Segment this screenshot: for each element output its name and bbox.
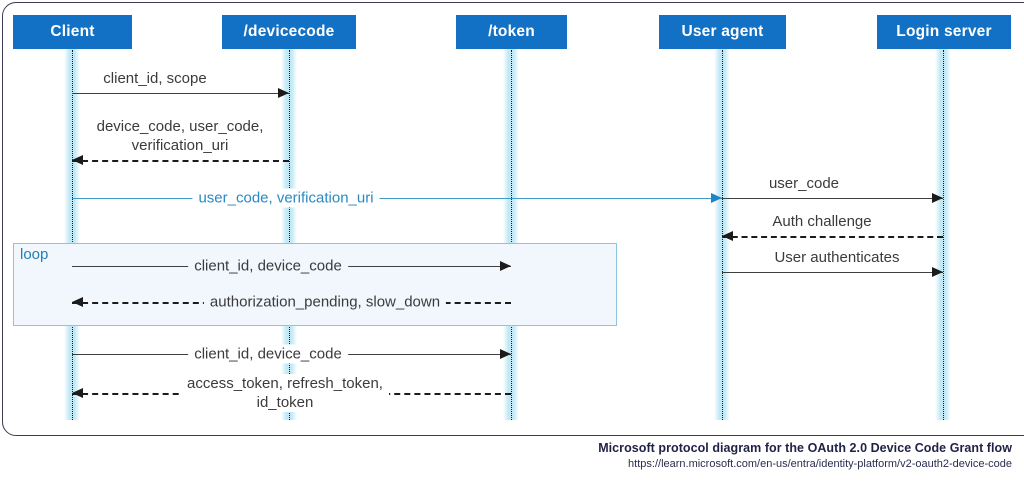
message-line xyxy=(722,272,943,273)
message-label-m1: client_id, scope xyxy=(103,70,207,87)
lifeline-token xyxy=(511,50,512,420)
message-label-m3: user_code, verification_uri xyxy=(192,188,380,208)
message-label-m4: user_code xyxy=(768,175,840,192)
message-m3 xyxy=(72,193,722,203)
message-line xyxy=(722,198,943,199)
participant-label: Client xyxy=(50,23,95,40)
message-label-m9: client_id, device_code xyxy=(188,344,348,364)
arrow-head-left xyxy=(72,297,83,307)
lifeline-loginserver xyxy=(943,50,944,420)
arrow-head-right xyxy=(932,267,943,277)
arrow-head-right xyxy=(711,193,722,203)
arrow-head-right xyxy=(500,349,511,359)
message-m4 xyxy=(722,193,943,203)
message-line xyxy=(72,160,289,162)
fragment-label-loop: loop xyxy=(20,246,49,263)
participant-label: Login server xyxy=(896,23,992,40)
participant-label: /devicecode xyxy=(243,23,335,40)
message-label-m6: User authenticates xyxy=(774,249,900,266)
arrow-head-right xyxy=(932,193,943,203)
message-line xyxy=(722,236,943,238)
participant-label: User agent xyxy=(681,23,764,40)
message-line xyxy=(72,93,289,94)
arrow-head-left xyxy=(72,155,83,165)
message-label-m8: authorization_pending, slow_down xyxy=(203,292,447,312)
arrow-head-left xyxy=(72,388,83,398)
participant-label: /token xyxy=(488,23,535,40)
sequence-diagram-canvas: loop client_id, scope device_code, user_c… xyxy=(13,15,1011,420)
lifeline-devicecode xyxy=(289,50,290,420)
participant-token[interactable]: /token xyxy=(456,15,567,49)
arrow-head-right xyxy=(500,261,511,271)
lifeline-client xyxy=(72,50,73,420)
message-m1 xyxy=(72,88,289,98)
participant-client[interactable]: Client xyxy=(13,15,132,49)
message-line xyxy=(72,198,722,199)
message-label-m5: Auth challenge xyxy=(772,213,872,230)
arrow-head-left xyxy=(722,231,733,241)
message-m6 xyxy=(722,267,943,277)
message-m2 xyxy=(72,155,289,165)
message-label-m7: client_id, device_code xyxy=(188,256,348,276)
caption-title: Microsoft protocol diagram for the OAuth… xyxy=(598,441,1012,455)
message-label-m10: access_token, refresh_token, id_token xyxy=(181,374,389,412)
arrow-head-right xyxy=(278,88,289,98)
caption: Microsoft protocol diagram for the OAuth… xyxy=(12,440,1012,472)
fragment-loop xyxy=(13,243,617,326)
message-label-m2: device_code, user_code, verification_uri xyxy=(96,118,264,154)
participant-loginserver[interactable]: Login server xyxy=(877,15,1011,49)
participant-devicecode[interactable]: /devicecode xyxy=(222,15,356,49)
participant-useragent[interactable]: User agent xyxy=(659,15,786,49)
caption-url: https://learn.microsoft.com/en-us/entra/… xyxy=(628,458,1012,470)
message-m5 xyxy=(722,231,943,241)
